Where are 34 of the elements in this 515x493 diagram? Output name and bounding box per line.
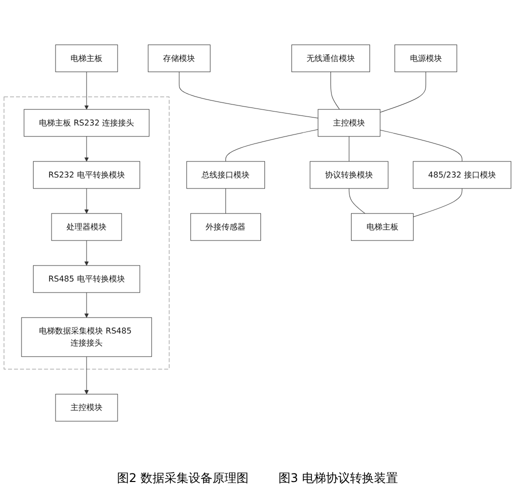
arrow — [84, 356, 89, 394]
connector — [380, 72, 426, 113]
node-box: 电梯主板 — [351, 213, 414, 241]
node-box: 总线接口模块 — [186, 161, 265, 189]
node-box: RS232 电平转换模块 — [33, 161, 140, 189]
arrow — [84, 72, 89, 110]
cluster — [4, 96, 170, 370]
node-box: 处理器模块 — [51, 213, 122, 241]
arrow — [84, 136, 89, 162]
connector — [348, 188, 366, 214]
node-box: 电梯数据采集模块 RS485 连接接头 — [21, 317, 152, 357]
figure-caption: 图3 电梯协议转换装置 — [278, 470, 398, 487]
connector — [348, 136, 350, 162]
connector — [413, 188, 462, 218]
node-box: 外接传感器 — [190, 213, 261, 241]
connector — [225, 188, 226, 214]
node-box: 主控模块 — [318, 109, 380, 137]
node-box: 电梯主板 — [55, 44, 118, 72]
arrow — [84, 188, 89, 214]
node-box: RS485 电平转换模块 — [33, 265, 140, 293]
connector — [178, 72, 318, 118]
connector — [380, 130, 462, 162]
node-box: 485/232 接口模块 — [412, 161, 512, 189]
node-box: 存储模块 — [148, 44, 210, 72]
node-box: 电梯主板 RS232 连接接头 — [24, 109, 150, 137]
connector — [225, 129, 318, 162]
node-box: 协议转换模块 — [310, 161, 388, 189]
arrow — [84, 240, 89, 266]
connector — [330, 72, 340, 110]
node-box: 主控模块 — [55, 394, 118, 422]
figure-caption: 图2 数据采集设备原理图 — [117, 470, 248, 487]
arrow — [84, 292, 89, 318]
node-box: 电源模块 — [394, 44, 458, 72]
node-box: 无线通信模块 — [291, 44, 370, 72]
